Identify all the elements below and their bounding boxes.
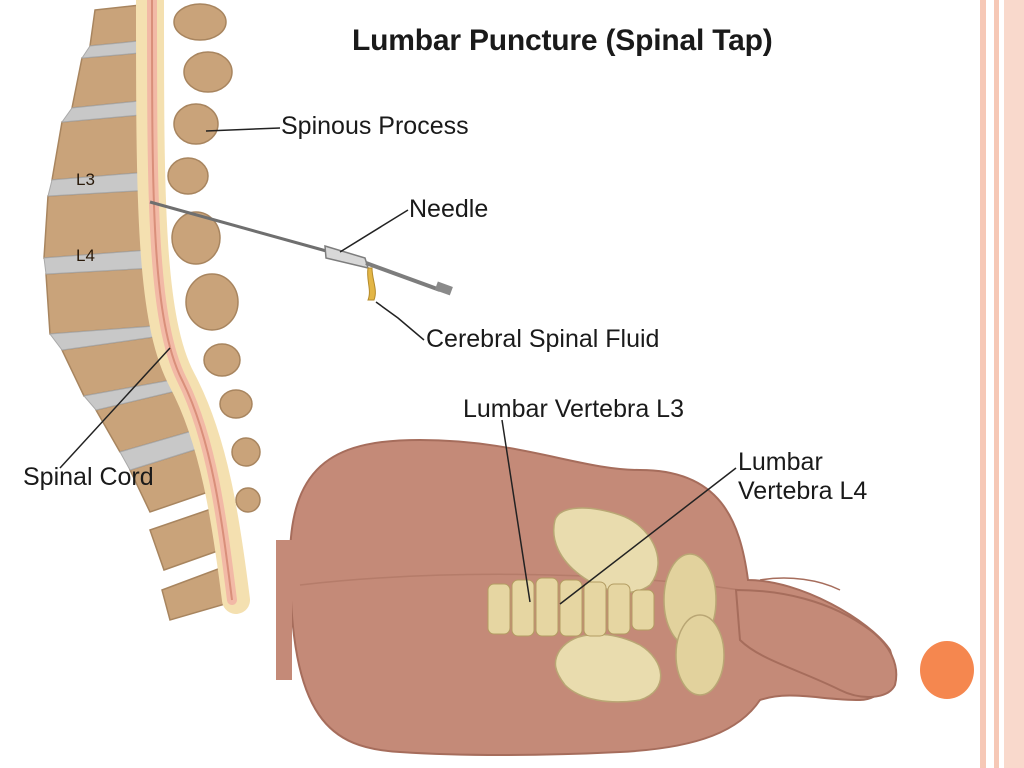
patient-back-illustration [276,438,898,756]
spine-section [43,0,261,621]
needle-illustration [149,200,453,301]
label-lumbar-vertebra-l4-line2: Vertebra L4 [738,477,868,505]
lumbar-puncture-illustration [43,0,898,756]
label-needle: Needle [409,195,489,223]
vertebra-label-l4: L4 [76,246,95,265]
label-leader-lines [59,127,737,605]
page-title: Lumbar Puncture (Spinal Tap) [352,24,773,57]
label-cerebral-spinal-fluid: Cerebral Spinal Fluid [426,325,660,353]
label-spinous-process: Spinous Process [281,112,469,140]
label-spinal-cord: Spinal Cord [23,463,154,491]
vertebra-label-l3: L3 [76,170,95,189]
slide-border-decoration [980,0,1024,768]
decorative-orange-circle [920,641,974,699]
label-lumbar-vertebra-l4-line1: Lumbar [738,448,823,476]
label-lumbar-vertebra-l3: Lumbar Vertebra L3 [463,395,684,423]
